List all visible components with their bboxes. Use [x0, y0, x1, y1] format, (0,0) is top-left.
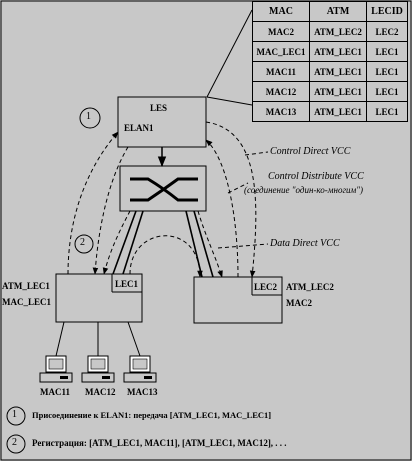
control-direct-label: Control Direct VCC: [270, 146, 351, 157]
les-elan-label: ELAN1: [124, 123, 154, 133]
switch-cross-b: [130, 177, 198, 202]
control-distribute-leader: [227, 182, 249, 194]
table-cell: MAC13: [252, 101, 310, 122]
host-label-mac13: MAC13: [127, 387, 158, 397]
table-cell: LEC1: [366, 101, 408, 122]
host3-link: [127, 321, 141, 357]
table-row: MAC12 ATM_LEC1 LEC1: [252, 81, 408, 102]
table-cell: LEC2: [366, 21, 408, 42]
host-icon: [81, 355, 115, 383]
table-header-row: MAC ATM LECID: [252, 1, 408, 22]
table-cell: MAC12: [252, 81, 310, 102]
data-direct-leader: [217, 243, 269, 249]
les-table-line-bottom: [206, 96, 253, 106]
control-distribute-label: Control Distribute VCC: [268, 171, 364, 182]
les-box: [117, 96, 207, 148]
control-direct-leader: [244, 151, 269, 156]
table-row: MAC2 ATM_LEC2 LEC2: [252, 21, 408, 42]
table-cell: MAC_LEC1: [252, 41, 310, 62]
table-cell: ATM_LEC1: [309, 81, 367, 102]
legend-1-number: 1: [12, 409, 17, 420]
table-cell: ATM_LEC1: [309, 61, 367, 82]
legend-2-circle: [6, 434, 26, 454]
control-direct-return-arrow: [205, 139, 239, 278]
legend-1-circle: [6, 406, 26, 426]
lec1-switch-link-a: [112, 210, 137, 275]
table-header-mac: MAC: [252, 1, 310, 22]
host-icon: [39, 355, 73, 383]
control-distribute-note: (соединение "один-ко-многим"): [244, 185, 364, 195]
table-cell: LEC1: [366, 81, 408, 102]
table-row: MAC13 ATM_LEC1 LEC1: [252, 101, 408, 122]
marker-1-number: 1: [86, 111, 91, 122]
table-row: MAC_LEC1 ATM_LEC1 LEC1: [252, 41, 408, 62]
lec1-box: [55, 273, 143, 323]
lec1-switch-link-b: [122, 210, 144, 275]
data-direct-arrow: [129, 235, 203, 278]
distribute-lec2-arrow: [197, 210, 223, 278]
lec1-mac-label: MAC_LEC1: [2, 297, 51, 307]
lec1-atm-label: ATM_LEC1: [2, 281, 50, 291]
marker-1-circle: [79, 107, 101, 129]
les-title: LES: [150, 103, 168, 113]
lec2-atm-label: ATM_LEC2: [286, 282, 334, 292]
control-direct-arrow: [205, 121, 257, 278]
marker-2-number: 2: [80, 237, 85, 248]
lec2-name: LEC2: [254, 282, 278, 292]
table-header-atm: ATM: [309, 1, 367, 22]
table-cell: LEC1: [366, 41, 408, 62]
join-arrow: [67, 131, 119, 275]
host-label-mac12: MAC12: [85, 387, 116, 397]
lec-address-table: MAC ATM LECID MAC2 ATM_LEC2 LEC2 MAC_LEC…: [252, 1, 408, 122]
table-cell: MAC11: [252, 61, 310, 82]
table-cell: ATM_LEC1: [309, 101, 367, 122]
les-table-line-top: [206, 9, 253, 98]
table-header-lecid: LECID: [366, 1, 408, 22]
host1-link: [55, 321, 65, 357]
lec2-mac-label: MAC2: [286, 298, 312, 308]
legend-2-text: Регистрация: [ATM_LEC1, MAC11], [ATM_LEC…: [32, 438, 287, 448]
lec1-name: LEC1: [115, 279, 139, 289]
lec2-box: [193, 276, 283, 324]
switch-lec2-link-b: [193, 210, 214, 278]
legend-1-text: Присоединение к ELAN1: передача [ATM_LEC…: [32, 410, 272, 420]
legend-2-number: 2: [12, 437, 17, 448]
table-row: MAC11 ATM_LEC1 LEC1: [252, 61, 408, 82]
table-cell: LEC1: [366, 61, 408, 82]
table-cell: MAC2: [252, 21, 310, 42]
les-to-lec1-arrow: [92, 146, 129, 275]
marker-2-circle: [74, 234, 94, 254]
host-icon: [123, 355, 157, 383]
table-cell: ATM_LEC1: [309, 41, 367, 62]
host-label-mac11: MAC11: [40, 387, 70, 397]
table-cell: ATM_LEC2: [309, 21, 367, 42]
data-direct-label: Data Direct VCC: [270, 238, 340, 249]
